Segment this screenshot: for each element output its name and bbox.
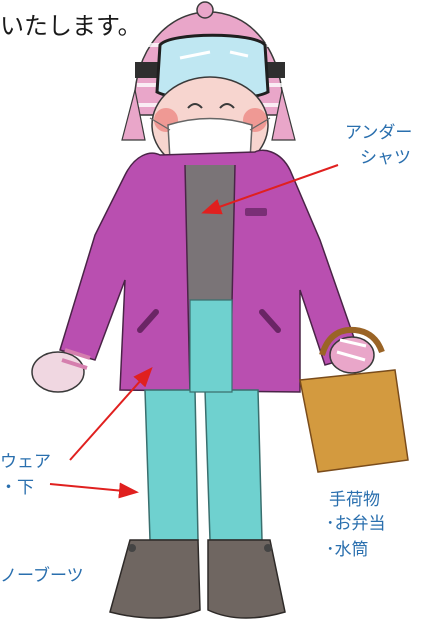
arrow-jacket xyxy=(69,367,153,461)
label-hand-luggage-title: 手荷物 xyxy=(329,490,380,510)
hand-bag xyxy=(299,326,409,473)
annotation-arrows xyxy=(49,164,339,499)
gloves xyxy=(31,336,375,393)
snow-pants xyxy=(144,299,263,541)
label-undershirt-line-1: アンダー xyxy=(345,123,413,143)
label-wear-line-2: ・下 xyxy=(0,478,34,498)
label-hand-luggage-lunch: ･お弁当 xyxy=(326,514,386,534)
winter-jacket xyxy=(59,149,361,396)
arrow-pants xyxy=(49,482,139,499)
label-boots: ノーブーツ xyxy=(0,566,84,586)
snow-boots xyxy=(109,539,286,619)
arrow-undershirt xyxy=(201,164,339,215)
label-wear-line-1: ウェア xyxy=(0,452,51,472)
label-undershirt-line-2: シャツ xyxy=(360,148,411,168)
intro-text-fragment: いたします。 xyxy=(0,12,142,40)
label-hand-luggage-bottle: ･水筒 xyxy=(326,540,369,560)
